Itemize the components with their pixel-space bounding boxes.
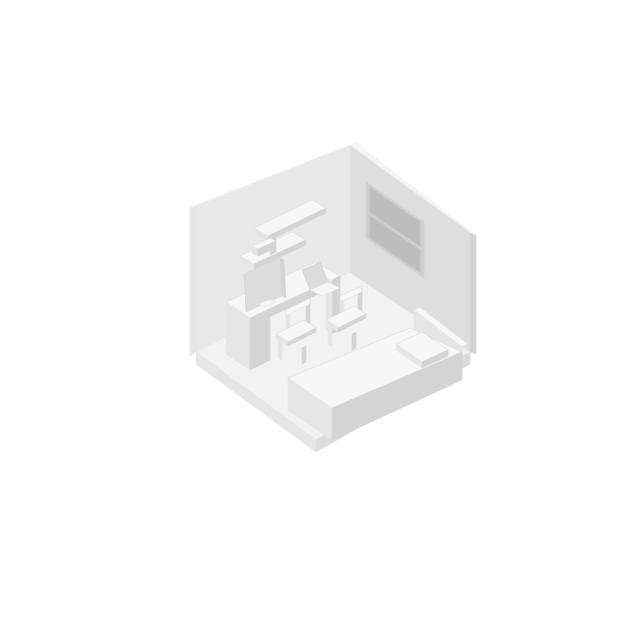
laptop [301, 261, 341, 297]
monitor-stand [257, 298, 277, 308]
wall-right-top [349, 142, 477, 236]
wall-left-front-edge [189, 204, 197, 357]
monitor-bezel-edge [279, 257, 287, 299]
monitor [243, 257, 287, 313]
window [365, 181, 425, 279]
laptop-base [309, 281, 341, 297]
bed [287, 306, 469, 441]
shelf-object [251, 237, 277, 257]
desk-pedestal-right [249, 315, 271, 371]
wall-right-front-edge [469, 231, 477, 355]
window-pane-lower [369, 215, 421, 273]
window-pane-upper [369, 187, 421, 247]
chair-left [275, 297, 317, 365]
chair-right [325, 285, 367, 351]
